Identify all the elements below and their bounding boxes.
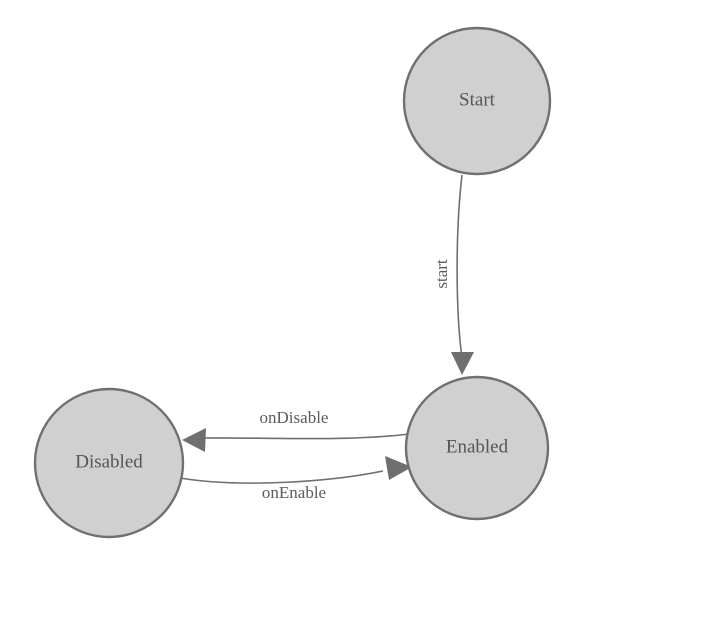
- node-label-disabled: Disabled: [75, 451, 143, 472]
- edge-label-on-enable: onEnable: [262, 483, 326, 502]
- edge-enabled-to-disabled[interactable]: onDisable: [182, 408, 410, 452]
- node-shape-start: [402, 26, 552, 176]
- arrowhead-icon-enabled-to-disabled: [182, 428, 206, 452]
- node-start[interactable]: Start: [402, 26, 552, 176]
- node-shape-enabled: [404, 375, 550, 521]
- node-disabled[interactable]: Disabled: [33, 387, 185, 539]
- arrowhead-icon-disabled-to-enabled: [385, 456, 412, 480]
- arrowhead-icon-start-to-enabled: [451, 352, 474, 375]
- node-enabled[interactable]: Enabled: [404, 375, 550, 521]
- node-label-start: Start: [459, 89, 496, 110]
- node-shape-disabled: [33, 387, 185, 539]
- edge-start-to-enabled[interactable]: start: [432, 174, 474, 375]
- node-label-enabled: Enabled: [446, 436, 509, 457]
- edge-path-start-to-enabled: [456, 174, 463, 359]
- edge-label-start: start: [432, 259, 451, 289]
- edge-path-disabled-to-enabled: [179, 470, 384, 484]
- edge-label-on-disable: onDisable: [260, 408, 329, 427]
- edge-disabled-to-enabled[interactable]: onEnable: [179, 456, 412, 502]
- edge-path-enabled-to-disabled: [197, 433, 410, 440]
